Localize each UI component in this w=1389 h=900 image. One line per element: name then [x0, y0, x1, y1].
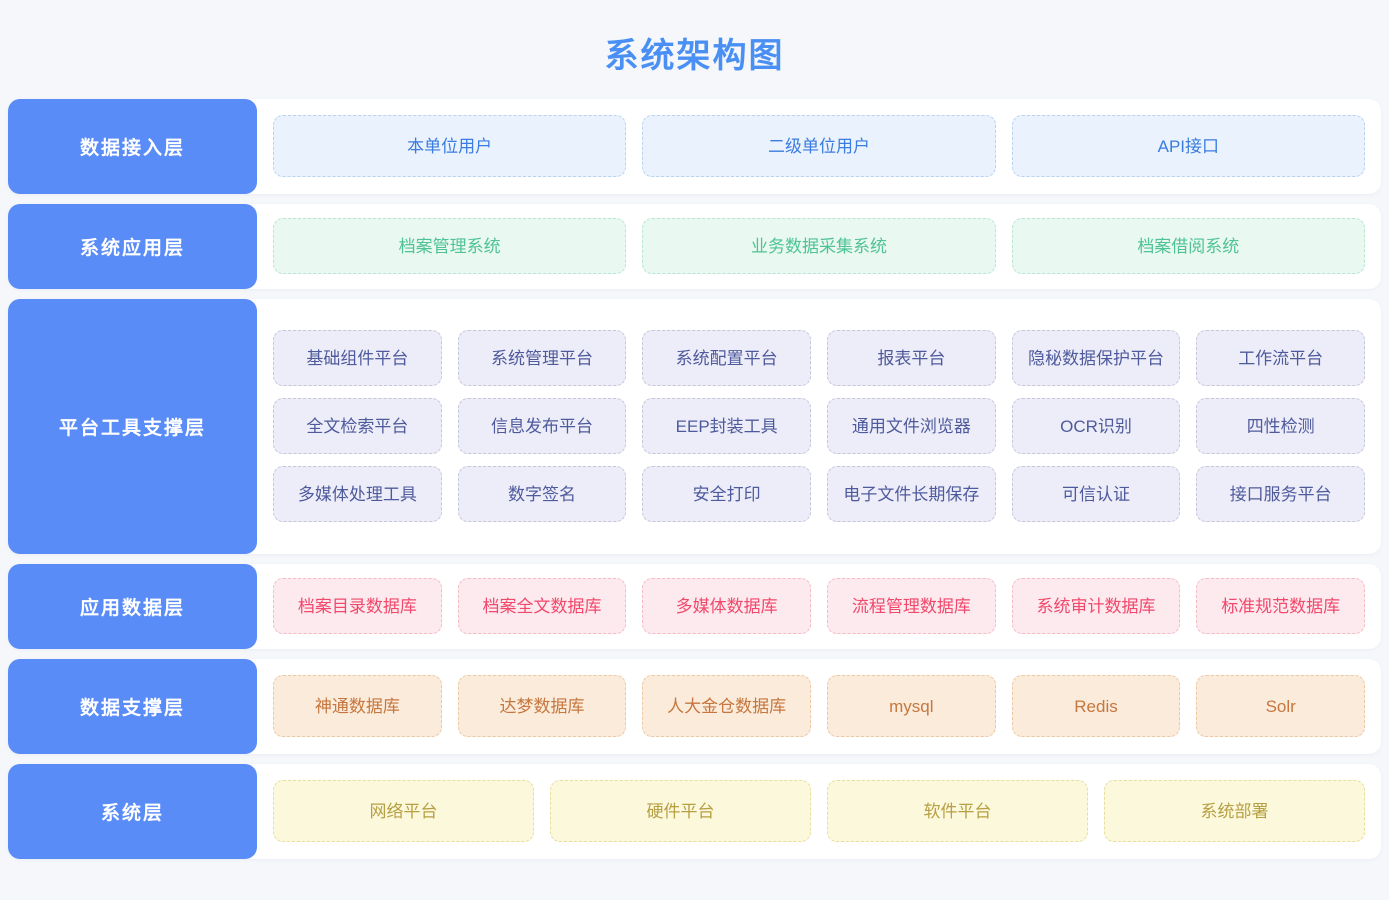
node-row: 网络平台硬件平台软件平台系统部署: [273, 780, 1365, 843]
node-data[interactable]: 多媒体数据库: [642, 578, 812, 635]
node-row: 全文检索平台信息发布平台 EEP封装工具通用文件浏览器 OCR识别四性检测: [273, 398, 1366, 455]
node-system[interactable]: 软件平台: [827, 780, 1088, 843]
node-app[interactable]: 业务数据采集系统: [642, 218, 996, 275]
node-data[interactable]: 档案目录数据库: [273, 578, 442, 635]
layer-content-system: 网络平台硬件平台软件平台系统部署: [257, 764, 1381, 859]
node-platform[interactable]: OCR识别: [1011, 398, 1181, 455]
node-support[interactable]: 达梦数据库: [457, 675, 627, 738]
node-platform[interactable]: 系统管理平台: [457, 330, 627, 387]
node-support[interactable]: Redis: [1011, 675, 1181, 738]
node-platform[interactable]: 报表平台: [827, 330, 996, 387]
node-platform[interactable]: 基础组件平台: [273, 330, 442, 387]
page-title: 系统架构图: [604, 37, 785, 75]
node-platform[interactable]: 通用文件浏览器: [827, 398, 996, 455]
node-system[interactable]: 系统部署: [1104, 780, 1365, 843]
node-support[interactable]: 人大金仓数据库: [642, 675, 812, 738]
node-system[interactable]: 硬件平台: [550, 780, 811, 843]
node-data[interactable]: 档案全文数据库: [457, 578, 627, 635]
layer-content-platform: 基础组件平台系统管理平台系统配置平台报表平台隐秘数据保护平台工作流平台全文检索平…: [257, 299, 1381, 554]
node-access[interactable]: API接口: [1011, 115, 1365, 178]
node-platform[interactable]: 工作流平台: [1196, 330, 1366, 387]
node-data[interactable]: 系统审计数据库: [1011, 578, 1181, 635]
layer-label-data[interactable]: 应用数据层: [8, 563, 257, 649]
node-platform[interactable]: 系统配置平台: [642, 330, 812, 387]
layer-label-app[interactable]: 系统应用层: [8, 203, 257, 289]
node-platform[interactable]: 可信认证: [1011, 466, 1181, 523]
layer-label-access[interactable]: 数据接入层: [8, 98, 257, 194]
node-support[interactable]: Solr: [1196, 675, 1366, 738]
layer-row-app: 系统应用层档案管理系统业务数据采集系统档案借阅系统: [8, 203, 1381, 289]
node-platform[interactable]: 四性检测: [1196, 398, 1366, 455]
node-row: 多媒体处理工具数字签名安全打印电子文件长期保存可信认证接口服务平台: [273, 466, 1366, 523]
node-platform[interactable]: 安全打印: [642, 466, 812, 523]
layer-row-platform: 平台工具支撑层基础组件平台系统管理平台系统配置平台报表平台隐秘数据保护平台工作流…: [8, 298, 1381, 554]
node-platform[interactable]: 多媒体处理工具: [273, 466, 442, 523]
node-platform[interactable]: 数字签名: [457, 466, 627, 523]
node-row: 档案目录数据库档案全文数据库多媒体数据库流程管理数据库系统审计数据库标准规范数据…: [273, 578, 1366, 635]
node-row: 档案管理系统业务数据采集系统档案借阅系统: [273, 218, 1365, 275]
node-platform[interactable]: 信息发布平台: [457, 398, 627, 455]
node-platform[interactable]: 接口服务平台: [1196, 466, 1366, 523]
layer-content-data: 档案目录数据库档案全文数据库多媒体数据库流程管理数据库系统审计数据库标准规范数据…: [257, 564, 1381, 649]
node-access[interactable]: 二级单位用户: [642, 115, 996, 178]
node-row: 基础组件平台系统管理平台系统配置平台报表平台隐秘数据保护平台工作流平台: [273, 330, 1366, 387]
layer-row-system: 系统层网络平台硬件平台软件平台系统部署: [8, 763, 1381, 859]
layer-content-app: 档案管理系统业务数据采集系统档案借阅系统: [257, 204, 1381, 289]
node-support[interactable]: 神通数据库: [273, 675, 442, 738]
layer-label-support[interactable]: 数据支撑层: [8, 658, 257, 754]
node-data[interactable]: 标准规范数据库: [1196, 578, 1366, 635]
layer-label-system[interactable]: 系统层: [8, 763, 257, 859]
node-platform[interactable]: 电子文件长期保存: [827, 466, 996, 523]
node-data[interactable]: 流程管理数据库: [827, 578, 996, 635]
node-platform[interactable]: 隐秘数据保护平台: [1011, 330, 1181, 387]
node-system[interactable]: 网络平台: [273, 780, 534, 843]
node-app[interactable]: 档案借阅系统: [1011, 218, 1365, 275]
layer-label-platform[interactable]: 平台工具支撑层: [8, 298, 257, 554]
layer-row-data: 应用数据层档案目录数据库档案全文数据库多媒体数据库流程管理数据库系统审计数据库标…: [8, 563, 1381, 649]
node-app[interactable]: 档案管理系统: [273, 218, 627, 275]
node-support[interactable]: mysql: [827, 675, 996, 738]
node-platform[interactable]: EEP封装工具: [642, 398, 812, 455]
node-platform[interactable]: 全文检索平台: [273, 398, 442, 455]
node-access[interactable]: 本单位用户: [273, 115, 627, 178]
